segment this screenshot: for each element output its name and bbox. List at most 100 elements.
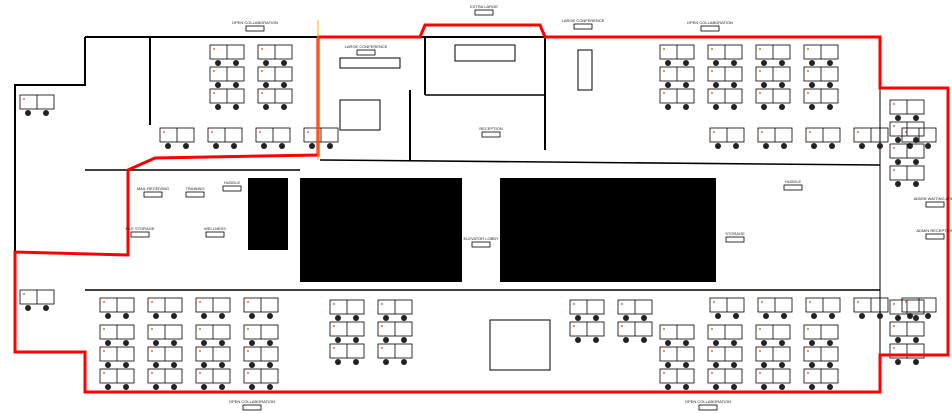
chair xyxy=(761,104,767,110)
chair xyxy=(809,384,815,390)
chair xyxy=(43,110,49,116)
chair xyxy=(913,359,919,365)
chair xyxy=(201,313,207,319)
conference-table xyxy=(454,44,516,62)
chair xyxy=(201,340,207,346)
chair xyxy=(827,104,833,110)
room-label-open-collab-br: OPEN COLLABORATION xyxy=(685,399,731,404)
chair xyxy=(25,110,31,116)
chair xyxy=(219,384,225,390)
chair xyxy=(809,362,815,368)
chair xyxy=(327,143,333,149)
chair xyxy=(153,340,159,346)
chair xyxy=(267,362,273,368)
chair xyxy=(575,337,581,343)
chair xyxy=(279,143,285,149)
chair xyxy=(335,315,341,321)
chair xyxy=(219,313,225,319)
room-number-tag xyxy=(573,23,593,30)
chair xyxy=(593,315,599,321)
room-label-reception: RECEPTION xyxy=(479,126,502,131)
room-number-tag xyxy=(925,233,945,240)
chair xyxy=(763,313,769,319)
chair xyxy=(925,313,931,319)
chair xyxy=(761,384,767,390)
chair xyxy=(809,82,815,88)
workstations xyxy=(19,44,937,390)
chair xyxy=(25,305,31,311)
chair xyxy=(665,104,671,110)
chair xyxy=(353,315,359,321)
chair xyxy=(683,82,689,88)
chair xyxy=(215,104,221,110)
chair xyxy=(829,143,835,149)
chair xyxy=(809,60,815,66)
chair xyxy=(895,137,901,143)
chair xyxy=(123,340,129,346)
room-number-tag xyxy=(143,191,163,198)
chair xyxy=(641,315,647,321)
chair xyxy=(249,313,255,319)
room-label-huddle-l: HUDDLE xyxy=(224,180,241,185)
chair xyxy=(123,384,129,390)
chair xyxy=(249,384,255,390)
room-label-large-conf-top: LARGE CONFERENCE xyxy=(562,18,605,23)
chair xyxy=(233,104,239,110)
chair xyxy=(249,362,255,368)
chair xyxy=(335,359,341,365)
chair xyxy=(153,362,159,368)
chair xyxy=(907,313,913,319)
chair xyxy=(713,362,719,368)
room-label-elevator-lobby: ELEVATOR LOBBY xyxy=(463,236,498,241)
chair xyxy=(895,181,901,187)
leased-area-boundary xyxy=(13,23,950,394)
room-label-storage-r: STORAGE xyxy=(725,231,745,236)
chair xyxy=(731,362,737,368)
chair xyxy=(827,384,833,390)
chair xyxy=(665,82,671,88)
room-number-tag xyxy=(698,404,718,411)
chair xyxy=(263,60,269,66)
chair xyxy=(267,313,273,319)
room-number-tag xyxy=(205,231,225,238)
room-label-training: TRAINING xyxy=(185,186,204,191)
chair xyxy=(665,362,671,368)
chair xyxy=(779,362,785,368)
chair xyxy=(781,143,787,149)
chair xyxy=(779,82,785,88)
chair xyxy=(213,143,219,149)
room-number-tag xyxy=(481,131,501,138)
room-number-tag xyxy=(471,241,491,248)
chair xyxy=(731,82,737,88)
chair xyxy=(683,60,689,66)
chair xyxy=(779,104,785,110)
building-cores xyxy=(248,178,716,282)
chair xyxy=(715,143,721,149)
room-label-open-collab-tr: OPEN COLLABORATION xyxy=(687,20,733,25)
room-number-tag xyxy=(474,9,494,16)
wall xyxy=(319,159,881,166)
chair xyxy=(201,384,207,390)
room-number-tag xyxy=(700,25,720,32)
chair xyxy=(763,143,769,149)
chair xyxy=(895,115,901,121)
room-label-admin-reception: ADMIN RECEPTION xyxy=(916,228,952,233)
chair xyxy=(683,340,689,346)
chair xyxy=(231,143,237,149)
chair xyxy=(859,313,865,319)
chair xyxy=(913,115,919,121)
chair xyxy=(575,315,581,321)
chair xyxy=(171,313,177,319)
chair xyxy=(827,82,833,88)
chair xyxy=(683,362,689,368)
chair xyxy=(215,60,221,66)
chair xyxy=(731,60,737,66)
room-label-admin-waiting: ADMIN WAITING AREA xyxy=(914,196,952,201)
chair xyxy=(353,359,359,365)
chair xyxy=(907,143,913,149)
chair xyxy=(105,340,111,346)
conference-table xyxy=(489,319,551,371)
chair xyxy=(233,82,239,88)
